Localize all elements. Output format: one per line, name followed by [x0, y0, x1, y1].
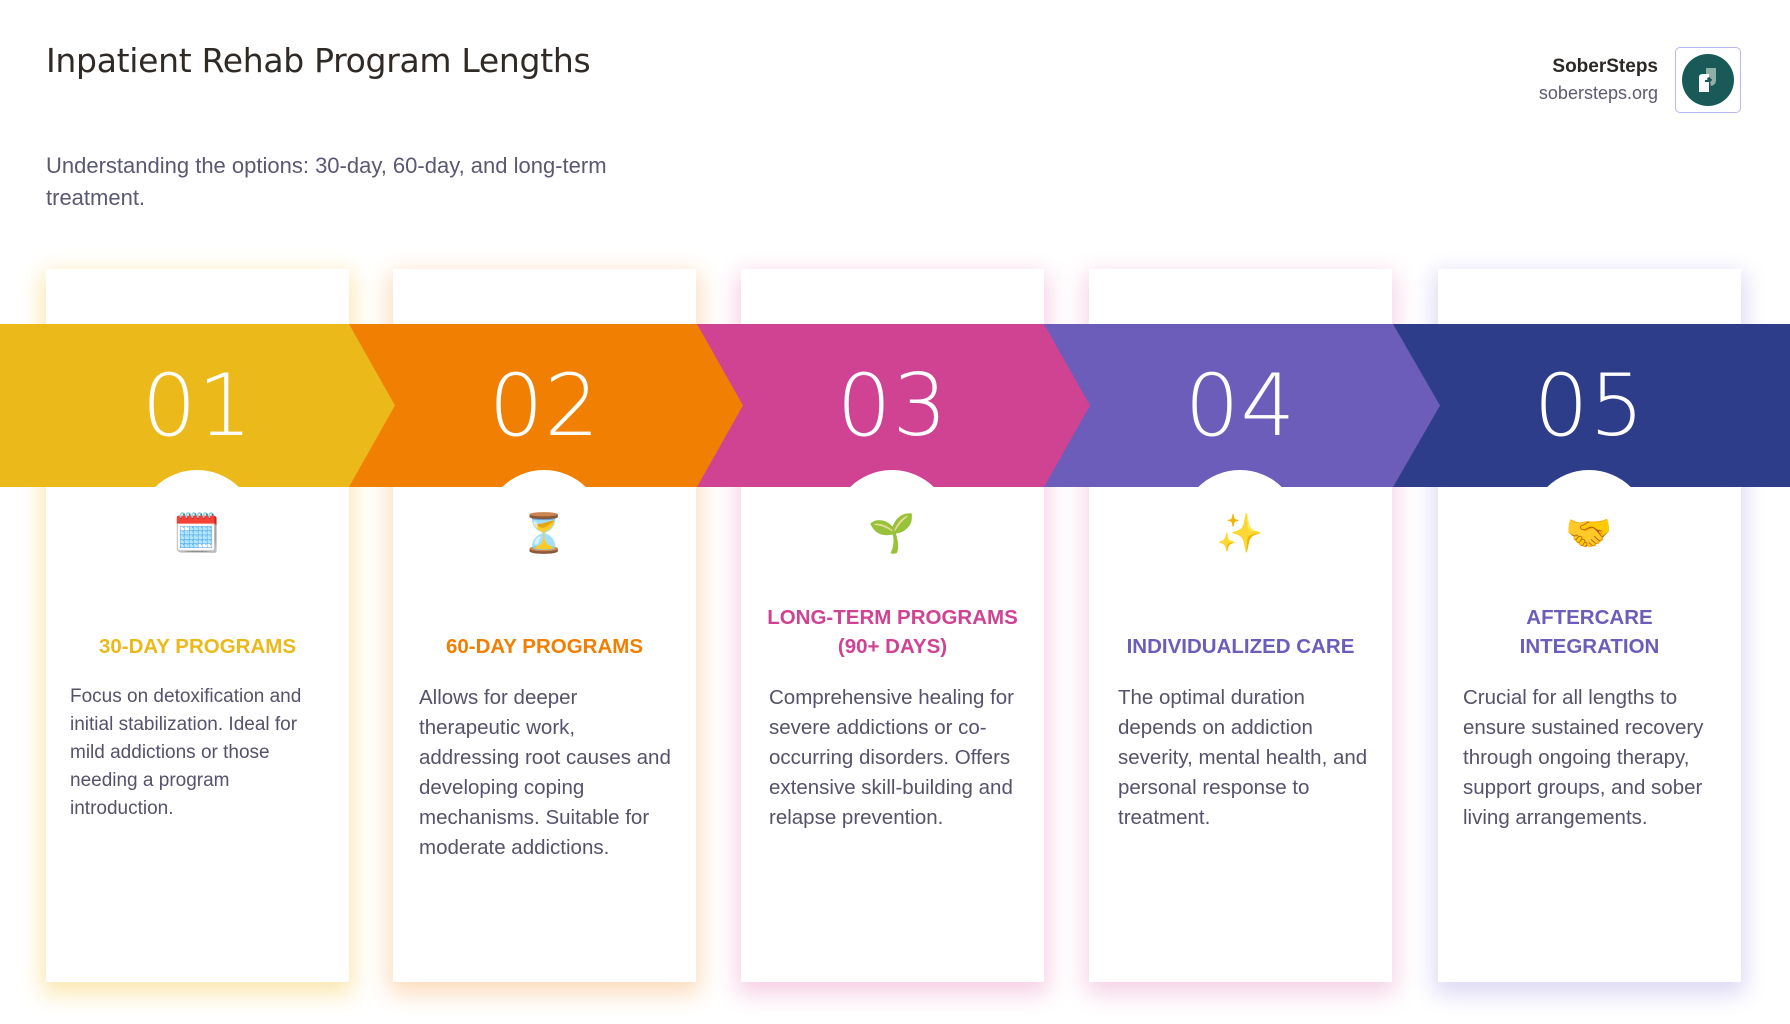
icon-circle: [137, 470, 257, 590]
step-title: INDIVIDUALIZED CARE: [1089, 595, 1392, 661]
step-title: AFTERCARE INTEGRATION: [1438, 595, 1741, 661]
brand-name: SoberSteps: [1552, 56, 1658, 77]
step-number-3: 03: [836, 355, 949, 456]
step-title: 60-DAY PROGRAMS: [393, 595, 696, 661]
icon-circle: [832, 470, 952, 590]
hourglass-icon: ⏳: [520, 511, 568, 555]
icon-circle: [484, 470, 604, 590]
step-title: LONG-TERM PROGRAMS (90+ DAYS): [741, 595, 1044, 661]
step-title-text: LONG-TERM PROGRAMS (90+ DAYS): [767, 606, 1018, 658]
brand-text: SoberSteps sobersteps.org: [1539, 55, 1658, 105]
step-title: 30-DAY PROGRAMS: [46, 595, 349, 661]
handshake-icon: 🤝: [1565, 511, 1613, 555]
seedling-icon: 🌱: [868, 511, 916, 555]
step-number-4: 04: [1184, 355, 1297, 456]
step-title-text: 60-DAY PROGRAMS: [445, 635, 644, 658]
icon-circle: [1529, 470, 1649, 590]
calendar-icon: 🗓️: [173, 511, 221, 555]
step-number-1: 01: [141, 355, 254, 456]
step-description: Comprehensive healing for severe addicti…: [769, 686, 1014, 829]
icon-circle: [1180, 470, 1300, 590]
page-subtitle: Understanding the options: 30-day, 60-da…: [46, 153, 607, 210]
sobersteps-logo-icon: [1682, 54, 1734, 106]
page-title: Inpatient Rehab Program Lengths: [46, 41, 591, 80]
brand-url: sobersteps.org: [1538, 83, 1658, 103]
step-description: Focus on detoxification and initial stab…: [70, 686, 302, 819]
step-number-2: 02: [488, 355, 601, 456]
band-chevrons: [0, 324, 1790, 487]
step-title-text: 30-DAY PROGRAMS: [98, 635, 297, 658]
step-title-text: INDIVIDUALIZED CARE: [1126, 635, 1355, 658]
step-number-5: 05: [1533, 355, 1646, 456]
step-description: Allows for deeper therapeutic work, addr…: [419, 686, 671, 859]
brand-block: SoberSteps sobersteps.org: [1539, 47, 1741, 113]
step-description: The optimal duration depends on addictio…: [1118, 686, 1368, 829]
brand-logo: [1675, 47, 1741, 113]
step-band: 01 02 03 04 05: [0, 324, 1790, 487]
step-description: Crucial for all lengths to ensure sustai…: [1463, 686, 1704, 829]
step-title-text: AFTERCARE INTEGRATION: [1519, 606, 1660, 658]
sparkles-icon: ✨: [1216, 511, 1264, 555]
